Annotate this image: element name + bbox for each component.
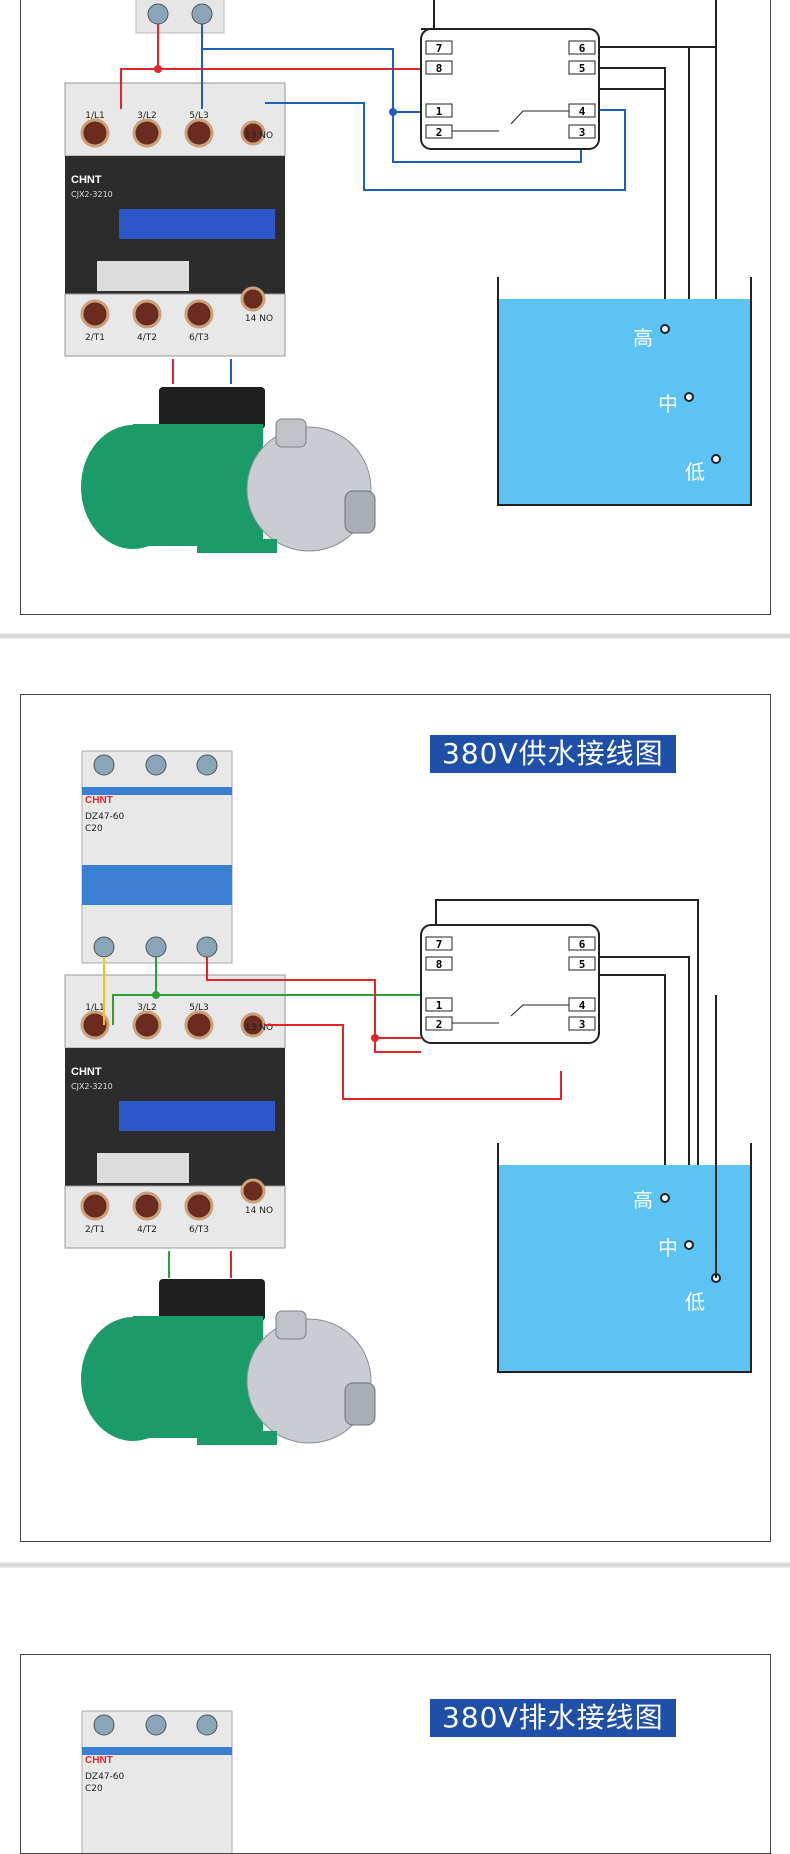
relay-term-8: 8	[436, 958, 443, 971]
diagram-panel-2: 380V供水接线图 CHNT DZ47-60 C20	[20, 694, 771, 1542]
breaker-model: DZ47-60	[85, 812, 125, 822]
section-separator	[0, 633, 790, 639]
contactor-1: 1/L1 3/L2 5/L3 13 NO 2/T1 4/T2 6/T3 14 N…	[64, 82, 286, 357]
level-mid-label: 中	[658, 1236, 678, 1260]
supply-wiring-title: 380V供水接线图	[430, 735, 676, 773]
section-separator	[0, 1562, 790, 1568]
contactor-term-label: 6/T3	[189, 333, 209, 343]
level-high-label: 高	[633, 326, 653, 350]
relay-term-6: 6	[579, 938, 586, 951]
contactor-term-label: 14 NO	[245, 1206, 273, 1216]
relay-term-6: 6	[579, 42, 586, 55]
contactor-2: 1/L1 3/L2 5/L3 13 NO 2/T1 4/T2 6/T3 14 N…	[64, 974, 286, 1249]
contactor-term-label: 13 NO	[245, 131, 273, 141]
level-mid-label: 中	[658, 392, 678, 416]
contactor-term-label: 14 NO	[245, 314, 273, 324]
contactor-term-label: 13 NO	[245, 1023, 273, 1033]
diagram-panel-3: 380V排水接线图 CHNT DZ47-60 C20	[20, 1654, 771, 1854]
breaker-3: CHNT DZ47-60 C20	[81, 1710, 233, 1853]
pump-1	[81, 387, 376, 553]
breaker-rating: C20	[85, 1784, 103, 1794]
contactor-term-label: 2/T1	[85, 1225, 105, 1235]
contactor-brand: CHNT	[71, 174, 102, 186]
level-high-label: 高	[633, 1188, 653, 1212]
contactor-model: CJX2-3210	[71, 1082, 113, 1091]
breaker-brand: CHNT	[85, 1755, 113, 1766]
water-tank-1: 高 中 低	[497, 277, 752, 506]
pump-2	[81, 1279, 376, 1445]
panel-3-drawing: CHNT DZ47-60 C20	[81, 1710, 233, 1853]
contactor-term-label: 3/L2	[137, 1003, 157, 1013]
relay-term-2: 2	[436, 126, 443, 139]
contactor-term-label: 1/L1	[85, 111, 105, 121]
relay-term-1: 1	[436, 999, 443, 1012]
breaker-brand: CHNT	[85, 795, 113, 806]
contactor-term-label: 3/L2	[137, 111, 157, 121]
wires-1	[120, 0, 717, 459]
breaker-bottom	[135, 0, 225, 34]
contactor-term-label: 6/T3	[189, 1225, 209, 1235]
relay-term-5: 5	[579, 958, 586, 971]
contactor-brand: CHNT	[71, 1066, 102, 1078]
breaker-model: DZ47-60	[85, 1772, 125, 1782]
contactor-term-label: 1/L1	[85, 1003, 105, 1013]
contactor-term-label: 5/L3	[189, 1003, 209, 1013]
level-low-label: 低	[685, 460, 705, 484]
relay-term-1: 1	[436, 105, 443, 118]
diagram-panel-1: 1/L1 3/L2 5/L3 13 NO 2/T1 4/T2 6/T3 14 N…	[20, 0, 771, 615]
water-tank-2: 高 中 低	[497, 995, 752, 1373]
relay-term-3: 3	[579, 126, 586, 139]
panel-1-drawing: 1/L1 3/L2 5/L3 13 NO 2/T1 4/T2 6/T3 14 N…	[64, 0, 752, 553]
relay-term-4: 4	[579, 105, 586, 118]
relay-term-8: 8	[436, 62, 443, 75]
breaker-2: CHNT DZ47-60 C20	[81, 750, 233, 964]
relay-term-2: 2	[436, 1018, 443, 1031]
relay-2: 7 8 1 2 6 5 4 3	[420, 924, 600, 1044]
drainage-wiring-title: 380V排水接线图	[430, 1699, 676, 1737]
contactor-term-label: 4/T2	[137, 1225, 157, 1235]
relay-term-5: 5	[579, 62, 586, 75]
contactor-model: CJX2-3210	[71, 190, 113, 199]
relay-term-3: 3	[579, 1018, 586, 1031]
relay-term-7: 7	[436, 938, 443, 951]
relay-term-7: 7	[436, 42, 443, 55]
breaker-rating: C20	[85, 824, 103, 834]
contactor-term-label: 5/L3	[189, 111, 209, 121]
panel-2-drawing: CHNT DZ47-60 C20 1/L1 3/L2 5/L3 13 NO 2/…	[64, 750, 752, 1445]
relay-term-4: 4	[579, 999, 586, 1012]
level-low-label: 低	[685, 1290, 705, 1314]
contactor-term-label: 4/T2	[137, 333, 157, 343]
contactor-term-label: 2/T1	[85, 333, 105, 343]
relay-1: 7 8 1 2 6 5 4 3	[420, 28, 600, 150]
